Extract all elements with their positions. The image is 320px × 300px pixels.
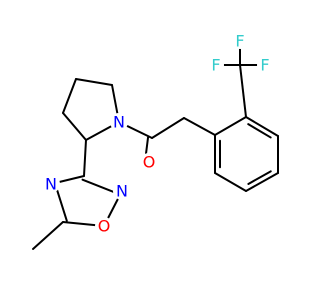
atom-n-oxadiazole-4: N bbox=[42, 175, 60, 194]
bond-double-R2-R3 bbox=[247, 123, 272, 139]
atom-o-oxadiazole-1: O bbox=[95, 217, 113, 236]
molecule-structure: N O N N O F F bbox=[32, 32, 279, 250]
bond-R2-CF3 bbox=[239, 64, 247, 118]
atom-f-1: F bbox=[232, 32, 248, 51]
molecule-canvas: N O N N O F F bbox=[32, 31, 279, 250]
bond-Cco-Cm bbox=[151, 117, 185, 139]
atom-label-layer: N O N N O F F bbox=[42, 32, 273, 236]
bond-Ca-Cb bbox=[75, 78, 113, 86]
bond-C2-C3 bbox=[83, 139, 87, 177]
atom-n-oxadiazole-2: N bbox=[113, 182, 131, 201]
bond-Cb-Cc bbox=[62, 78, 77, 114]
atom-f-3: F bbox=[257, 56, 273, 75]
atom-f-3-label: F bbox=[260, 56, 269, 75]
atom-f-2-label: F bbox=[211, 56, 220, 75]
atom-o-carbonyl: O bbox=[140, 153, 158, 172]
bond-C5-Me bbox=[32, 221, 64, 250]
bond-double-R4-R5 bbox=[247, 170, 272, 185]
atom-n-oxadiazole-4-label: N bbox=[45, 175, 57, 194]
atom-n-oxadiazole-2-label: N bbox=[116, 182, 128, 201]
bond-layer bbox=[32, 40, 279, 250]
atom-o-carbonyl-label: O bbox=[143, 153, 156, 172]
atom-f-1-label: F bbox=[235, 32, 244, 51]
bond-R4-R5 bbox=[245, 172, 279, 192]
atom-o-oxadiazole-1-label: O bbox=[98, 217, 111, 236]
atom-f-2: F bbox=[208, 56, 224, 75]
bond-Cm-R1 bbox=[183, 117, 216, 136]
bond-Cc-C2 bbox=[62, 112, 87, 141]
bond-R1-R2 bbox=[214, 116, 247, 136]
atom-n-pyrrolidine-label: N bbox=[113, 113, 125, 132]
bond-R2-R3 bbox=[245, 116, 279, 137]
atom-n-pyrrolidine: N bbox=[110, 113, 128, 132]
bond-R5-R6 bbox=[214, 172, 247, 192]
